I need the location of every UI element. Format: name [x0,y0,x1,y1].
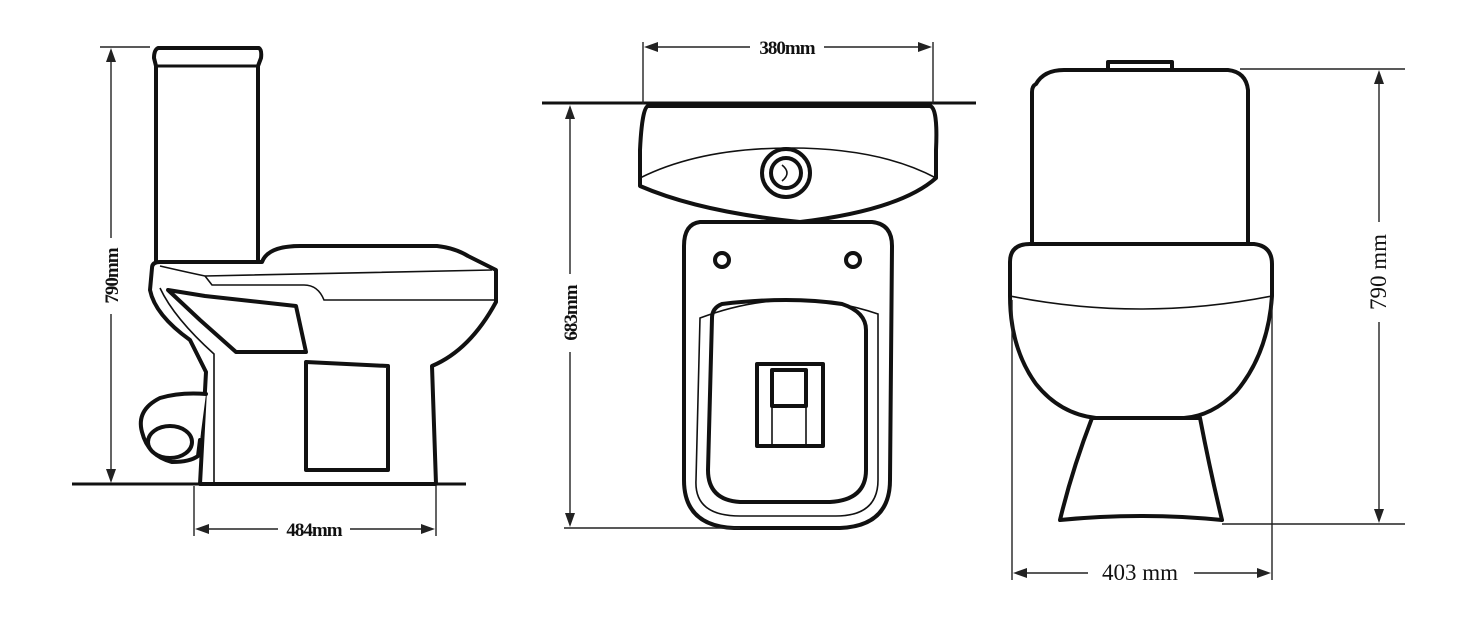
front-view: 790 mm 403 mm [1008,60,1405,586]
front-pedestal [1058,416,1224,522]
side-inner-seat [159,265,206,277]
front-bowl [1008,242,1274,420]
top-view: 380mm 683mm [542,36,976,530]
top-width-label: 380mm [759,38,815,59]
side-height-label: 790mm [102,247,123,303]
side-trapway [166,288,308,354]
top-length-label: 683mm [561,284,582,340]
side-seat [204,269,496,301]
side-pedestal-outline [159,287,215,484]
front-cistern [1030,68,1250,246]
side-pedestal-cavity [304,360,390,472]
side-view: 790mm 484mm [72,46,498,541]
side-depth-label: 484mm [286,520,342,541]
flush-button-inner [769,156,803,190]
side-cistern [152,46,264,268]
front-bowl-rim [1009,295,1273,310]
seat-hinge-right [844,251,862,269]
front-width-label: 403 mm [1102,560,1178,585]
top-bowl-rim [695,299,879,517]
side-outlet-opening [146,424,194,460]
front-height-label: 790 mm [1366,234,1391,310]
top-drain-inner [770,368,808,408]
seat-hinge-left [713,251,731,269]
flush-button-icon [781,164,788,182]
